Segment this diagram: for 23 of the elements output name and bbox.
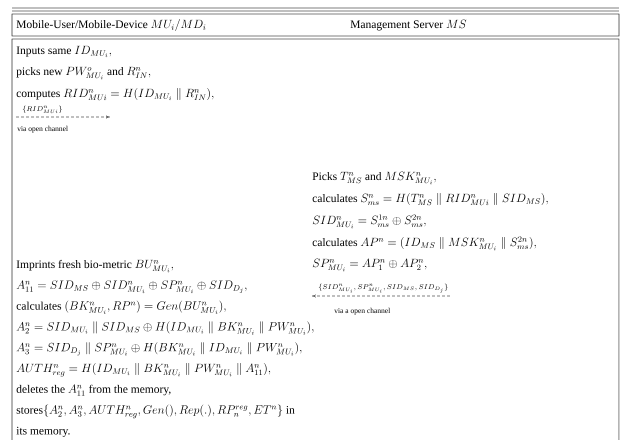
protocol-step: $\text{Inputs same }ID_{MU_i},$ xyxy=(16,46,111,58)
column-header: $\text{Mobile-User/Mobile-Device }MU_i/MD_i$ xyxy=(16,19,206,31)
column-header: $\text{Management Server }MS$ xyxy=(350,20,466,30)
protocol-step: $\text{calculates }(BK^{n}_{MU_i}, RP^{n}) = Gen(BU^{n}_{MU_i}),$ xyxy=(16,300,226,314)
protocol-step: $\text{calculates }AP^{n} = (ID_{MS}\parallel MSK^{n}_{MU_i}\parallel S^{2n}_{ms}),$ xyxy=(312,236,536,250)
protocol-step: $A^{n}_{11} = SID_{MS}\oplus SID^{n}_{MU_i}\oplus SP^{n}_{MU_i}\oplus SID_{D_j},$ xyxy=(16,280,246,294)
protocol-step: $SP^{n}_{MU_i} = AP^{n}_{1}\oplus AP^{n}_{2},$ xyxy=(312,258,426,272)
protocol-step: $A^{n}_{3} = SID_{D_j}\parallel SP^{n}_{MU_i}\oplus H(BK^{n}_{MU_i}\parallel ID_{MU_i}\parallel PW^{n}_{MU_i}),$ xyxy=(16,342,302,356)
protocol-step: $\text{computes }RID^{n}_{MUi} = H(ID_{MU_i}\parallel R^{n}_{IN}),$ xyxy=(16,88,214,100)
protocol-step: $\text{calculates }S^{n}_{ms} = H(T^{n}_{MS}\parallel RID^{n}_{MUi}\parallel SID_{MS}),$ xyxy=(312,193,548,206)
protocol-step: $\text{Imprints fresh bio-metric }BU^{n}_{MU_i},$ xyxy=(16,260,173,272)
channel-note: $\text{via a open channel}$ xyxy=(334,308,390,315)
protocol-step: $\text{deletes the }A^{n}_{11}\text{ from the memory,}$ xyxy=(16,384,171,396)
protocol-step: $\text{stores}\{A^{n}_{2}, A^{n}_{3}, AUTH^{n}_{reg}, Gen(), Rep(.), RP^{reg}_{n}, ET^{n}\}\text{ in}$ xyxy=(16,404,295,418)
message-label: $\{SID^{n}_{MU_i}, SP^{n}_{MU_i}, SID_{MS}, SID_{D_j}\}$ xyxy=(318,284,448,293)
protocol-step: $SID^{n}_{MU_i} = S^{1n}_{ms}\oplus S^{2n}_{ms},$ xyxy=(312,214,426,228)
protocol-step: $\text{picks new }PW^{o}_{MU_i}\text{ and }R^{n}_{IN},$ xyxy=(16,66,150,80)
protocol-step: $A^{n}_{2} = SID_{MU_i}\parallel SID_{MS}\oplus H(ID_{MU_i}\parallel BK^{n}_{MU_i}\parallel PW^{n}_{MU_i}),$ xyxy=(16,321,314,335)
protocol-step: $\text{its memory.}$ xyxy=(16,426,70,437)
channel-note: $\text{via open channel}$ xyxy=(17,126,68,133)
message-label: $\{RID^{n}_{MUi}\}$ xyxy=(22,106,62,114)
protocol-step: $\text{Picks }T^{n}_{MS}\text{ and }MSK^{n}_{MU_i},$ xyxy=(312,172,436,184)
protocol-step: $AUTH^{n}_{reg} = H(ID_{MU_i}\parallel BK^{n}_{MU_i}\parallel PW^{n}_{MU_i}\parallel A^{n}_{11}),$ xyxy=(16,363,270,377)
